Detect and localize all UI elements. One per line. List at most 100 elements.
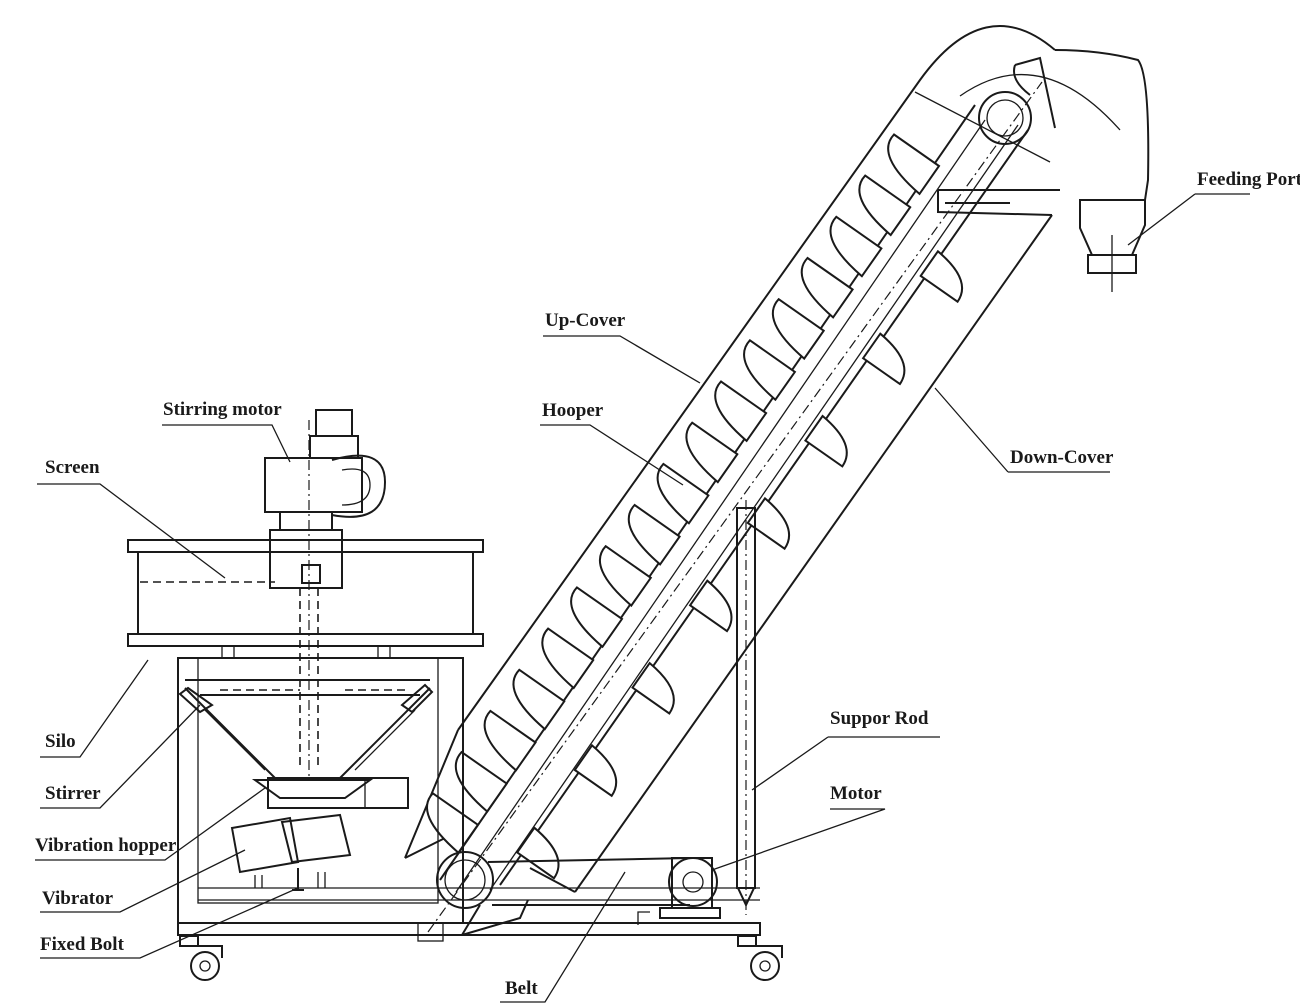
bucket — [829, 215, 883, 278]
silo-assembly — [127, 409, 484, 780]
bucket — [483, 709, 537, 772]
bucket — [570, 586, 624, 649]
screen-bottom-rim — [127, 633, 484, 647]
motor-neck — [279, 511, 333, 531]
bucket — [598, 544, 653, 608]
bucket — [771, 297, 826, 361]
clamp-left — [221, 645, 235, 659]
bucket — [515, 826, 560, 880]
vibration-unit — [230, 777, 409, 891]
machine-frame — [177, 657, 761, 942]
label-feeding-port: Feeding Port — [1197, 169, 1300, 190]
bucket — [688, 579, 733, 633]
bucket — [541, 627, 595, 690]
fixed-bolt — [292, 868, 304, 891]
motor-coupling — [269, 529, 343, 589]
leader-vibration-hopper — [35, 787, 266, 861]
leader-stirrer — [40, 704, 201, 809]
leader-suppor-rod — [751, 736, 940, 791]
bucket — [454, 750, 509, 813]
leader-up-cover — [543, 335, 701, 384]
up-cover-outline — [457, 25, 1056, 731]
label-suppor-rod: Suppor Rod — [830, 708, 929, 729]
vibrator-plate — [280, 813, 352, 864]
leader-motor — [711, 808, 886, 871]
bucket — [858, 174, 912, 237]
head-guide — [914, 91, 1051, 163]
labels: Feeding Port Up-Cover Hooper Down-Cover … — [35, 169, 1300, 999]
label-belt: Belt — [505, 978, 538, 999]
wheels — [179, 935, 783, 981]
bucket — [426, 791, 480, 855]
leader-vibrator — [40, 849, 246, 913]
bucket — [627, 503, 681, 566]
belt-centerline — [427, 81, 1043, 933]
bucket — [685, 421, 739, 484]
leader-stirring-motor — [162, 424, 291, 463]
bucket — [804, 414, 848, 468]
motor-base — [659, 907, 721, 919]
bucket — [743, 338, 797, 402]
elevator-casing — [404, 25, 1056, 936]
label-stirrer: Stirrer — [45, 783, 101, 804]
bucket — [714, 380, 768, 443]
bucket — [800, 256, 854, 319]
discharge-arc — [959, 73, 1121, 131]
stirring-motor-cap — [309, 435, 359, 459]
drive-belt — [487, 857, 691, 906]
leader-silo — [40, 659, 149, 758]
screen-top-rim — [127, 539, 484, 553]
label-down-cover: Down-Cover — [1010, 447, 1114, 468]
discharge-chute — [1054, 49, 1150, 201]
vibrator-springs — [254, 872, 326, 888]
head-section — [914, 49, 1150, 292]
stirring-motor-fan — [331, 454, 387, 518]
wheel-right — [737, 935, 783, 981]
label-silo: Silo — [45, 731, 76, 752]
leader-fixed-bolt — [40, 887, 299, 959]
frame-rail-bottom — [177, 922, 761, 936]
stirring-motor-fan-inner — [341, 468, 371, 506]
label-vibration-hopper: Vibration hopper — [35, 835, 177, 856]
bucket — [631, 661, 675, 715]
buckets — [426, 133, 964, 880]
stirring-motor-body — [264, 457, 363, 513]
vibration-outlet — [267, 777, 409, 809]
bucket — [887, 133, 941, 196]
label-motor: Motor — [830, 783, 882, 804]
stirring-motor-top — [315, 409, 353, 437]
motor-pulley — [668, 857, 718, 907]
label-screen: Screen — [45, 457, 100, 478]
leader-lines — [35, 193, 1250, 1003]
leader-feeding-port — [1127, 193, 1250, 246]
head-pulley-inner — [986, 99, 1024, 137]
stirrer-left — [178, 686, 214, 714]
leader-belt — [500, 871, 626, 1003]
frame-bracket — [637, 911, 650, 925]
support-rod — [736, 500, 756, 915]
frame-post — [417, 922, 444, 942]
bucket — [746, 496, 791, 551]
discharge-shelf — [937, 189, 1060, 216]
bucket — [512, 668, 566, 731]
label-vibrator: Vibrator — [42, 888, 114, 909]
wheel-left — [179, 935, 223, 981]
down-cover-outline — [574, 214, 1053, 893]
leader-hooper — [540, 424, 684, 486]
bucket — [656, 462, 710, 525]
belt-inner-1 — [455, 119, 986, 893]
silo-inner-right — [354, 709, 416, 771]
head-hood — [1013, 56, 1056, 129]
head-pulley — [978, 91, 1032, 145]
vibration-hopper — [251, 779, 374, 799]
leader-screen — [37, 483, 226, 579]
label-hooper: Hooper — [542, 400, 604, 421]
leader-down-cover — [934, 387, 1110, 473]
bucket — [861, 332, 906, 386]
silo-inner-left — [204, 709, 266, 771]
motor-pulley-inner — [682, 871, 704, 893]
bucket — [573, 743, 618, 798]
stirring-shaft — [299, 588, 319, 770]
silo-cone — [184, 679, 431, 779]
